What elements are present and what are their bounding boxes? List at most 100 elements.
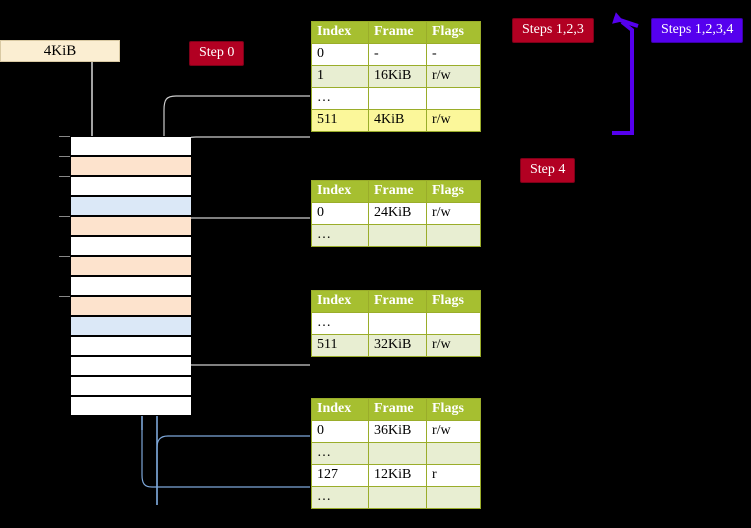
memory-tick xyxy=(59,256,70,257)
purple-arrow-head xyxy=(612,12,639,28)
column-header-frame: Frame xyxy=(368,290,427,313)
purple-bracket xyxy=(612,20,634,135)
cell-frame: 36KiB xyxy=(368,420,427,443)
cell-flags: r/w xyxy=(426,420,481,443)
cell-index: 127 xyxy=(311,464,369,487)
cell-frame: - xyxy=(368,43,427,66)
memory-row xyxy=(71,216,191,236)
cell-flags xyxy=(426,312,481,335)
memory-tick xyxy=(59,156,70,157)
memory-row xyxy=(71,316,191,336)
cell-index: 0 xyxy=(311,202,369,225)
badge-steps-1-2-3-4: Steps 1,2,3,4 xyxy=(651,18,744,43)
memory-tick xyxy=(59,296,70,297)
column-header-index: Index xyxy=(311,21,369,44)
cell-index: 511 xyxy=(311,334,369,357)
cell-flags: r xyxy=(426,464,481,487)
column-header-flags: Flags xyxy=(426,180,481,203)
cell-frame: 12KiB xyxy=(368,464,427,487)
memory-row xyxy=(71,176,191,196)
column-header-frame: Frame xyxy=(368,180,427,203)
cell-flags xyxy=(426,486,481,509)
cell-flags: - xyxy=(426,43,481,66)
cell-index: 0 xyxy=(311,420,369,443)
cell-flags xyxy=(426,87,481,110)
cell-frame xyxy=(368,442,427,465)
cell-frame: 16KiB xyxy=(368,65,427,88)
memory-row xyxy=(71,196,191,216)
cell-flags xyxy=(426,442,481,465)
column-header-flags: Flags xyxy=(426,290,481,313)
memory-row xyxy=(71,336,191,356)
size-box: 4KiB xyxy=(0,40,120,62)
cell-flags: r/w xyxy=(426,109,481,132)
physical-memory-column xyxy=(70,136,191,416)
table-row: … xyxy=(311,224,481,247)
cell-index: … xyxy=(311,87,369,110)
badge-step-0: Step 0 xyxy=(189,41,245,66)
cell-flags xyxy=(426,224,481,247)
badge-step-0-label: Step 0 xyxy=(199,45,235,60)
memory-row xyxy=(71,376,191,396)
table-row: … xyxy=(311,312,481,335)
badge-step-4: Step 4 xyxy=(520,158,576,183)
memory-row xyxy=(71,136,191,156)
cell-index: … xyxy=(311,224,369,247)
column-header-index: Index xyxy=(311,398,369,421)
cell-flags: r/w xyxy=(426,334,481,357)
cell-frame: 4KiB xyxy=(368,109,427,132)
memory-row xyxy=(71,296,191,316)
cell-index: … xyxy=(311,486,369,509)
cell-frame xyxy=(368,224,427,247)
memory-row xyxy=(71,396,191,416)
column-header-flags: Flags xyxy=(426,398,481,421)
cell-frame xyxy=(368,87,427,110)
cell-index: 1 xyxy=(311,65,369,88)
memory-row xyxy=(71,236,191,256)
badge-steps-1-2-3-4-label: Steps 1,2,3,4 xyxy=(661,22,734,37)
badge-steps-1-2-3: Steps 1,2,3 xyxy=(512,18,594,43)
cell-index: 511 xyxy=(311,109,369,132)
memory-tick xyxy=(59,216,70,217)
memory-tick xyxy=(59,136,70,137)
cell-frame: 32KiB xyxy=(368,334,427,357)
cell-index: … xyxy=(311,442,369,465)
table-row: … xyxy=(311,87,481,110)
wire-table4-row127 xyxy=(141,430,310,488)
memory-row xyxy=(71,356,191,376)
cell-index: 0 xyxy=(311,43,369,66)
memory-tick xyxy=(59,176,70,177)
cell-index: … xyxy=(311,312,369,335)
table-row: … xyxy=(311,442,481,465)
column-header-index: Index xyxy=(311,290,369,313)
table-row: 0-- xyxy=(311,43,481,66)
badge-step-4-label: Step 4 xyxy=(530,162,566,177)
cell-frame: 24KiB xyxy=(368,202,427,225)
wire-table4-row0 xyxy=(156,435,310,505)
cell-frame xyxy=(368,312,427,335)
column-header-frame: Frame xyxy=(368,398,427,421)
memory-row xyxy=(71,256,191,276)
cell-flags: r/w xyxy=(426,202,481,225)
column-header-frame: Frame xyxy=(368,21,427,44)
cell-frame xyxy=(368,486,427,509)
memory-row xyxy=(71,156,191,176)
table-row: … xyxy=(311,486,481,509)
column-header-index: Index xyxy=(311,180,369,203)
size-box-label: 4KiB xyxy=(43,42,77,59)
